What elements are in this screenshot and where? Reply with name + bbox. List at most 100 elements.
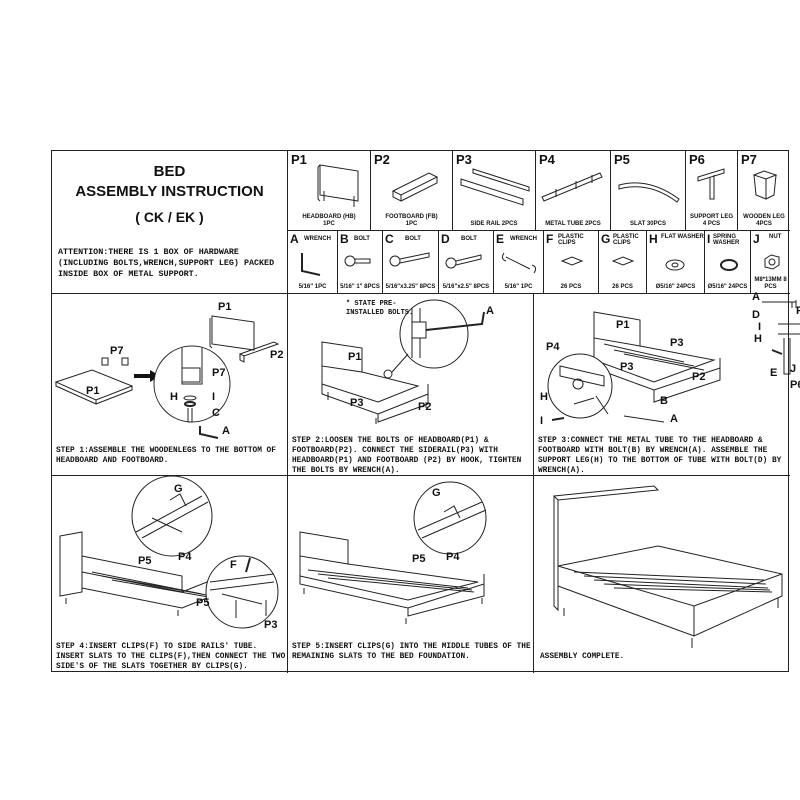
part-code: P5 bbox=[614, 152, 630, 167]
label-g: G bbox=[432, 487, 441, 499]
part-name: WOODEN LEG bbox=[743, 214, 785, 220]
label-p6: P6 bbox=[790, 379, 800, 391]
label-a: A bbox=[752, 291, 760, 303]
hardware-qty: 5/16" 1PC bbox=[298, 284, 327, 290]
step-1-illustration: P1 P7 P1 P2 P7 H I C A bbox=[54, 301, 283, 439]
label-p3: P3 bbox=[264, 619, 277, 631]
hardware-qty: 5/16" 1" 8PCS bbox=[340, 284, 380, 290]
part-qty: 4PCS bbox=[756, 221, 772, 227]
hardware-code: D bbox=[441, 232, 450, 246]
label-b: B bbox=[660, 395, 668, 407]
step-2-note: * STATE PRE-INSTALLED BOLTS. bbox=[346, 300, 414, 317]
completed-bed-illustration bbox=[552, 485, 783, 648]
part-code: P6 bbox=[689, 152, 705, 167]
hardware-name: SPRING WASHER bbox=[713, 234, 740, 246]
hardware-code: E bbox=[496, 232, 505, 246]
hardware-qty: 26 PCS bbox=[612, 284, 633, 290]
label-p2: P2 bbox=[418, 401, 431, 413]
part-qty: 4 PCS bbox=[702, 221, 721, 227]
step-5-illustration: G P5 P4 bbox=[299, 481, 487, 624]
label-p2: P2 bbox=[270, 349, 283, 361]
label-p3: P3 bbox=[620, 361, 633, 373]
flat-washer-icon bbox=[665, 259, 685, 271]
part-qty: 1PC bbox=[323, 221, 335, 227]
part-code: P7 bbox=[741, 152, 757, 167]
label-a: A bbox=[670, 413, 678, 425]
step-4-illustration: G P5 P4 F P5 P3 bbox=[59, 475, 279, 631]
clip-icon bbox=[611, 256, 635, 266]
step-4-panel: G P5 P4 F P5 P3 STEP 4:INSERT CLIPS(F) T… bbox=[52, 475, 287, 673]
step-3-illustration: P1 P3 P3 P2 P4 H I B A A D I H P4 J E P6 bbox=[540, 291, 800, 427]
allen-wrench-icon bbox=[301, 253, 321, 276]
hardware-qty: 5/16"x2.5" 8PCS bbox=[442, 284, 490, 290]
step-5-text: STEP 5:INSERT CLIPS(G) INTO THE MIDDLE T… bbox=[292, 643, 531, 661]
label-p7: P7 bbox=[212, 367, 225, 379]
hardware-code: I bbox=[707, 232, 711, 246]
part-p4: P4 METAL TUBE 2PCS bbox=[535, 151, 610, 230]
part-name: SLAT 30PCS bbox=[630, 221, 666, 227]
title-line-3: ( CK / EK ) bbox=[135, 209, 204, 225]
label-g: G bbox=[174, 483, 183, 495]
slat-icon bbox=[618, 182, 680, 203]
attention-note: ATTENTION:THERE IS 1 BOX OF HARDWARE (IN… bbox=[58, 247, 275, 279]
wooden-leg-icon bbox=[752, 170, 778, 200]
label-f: F bbox=[230, 559, 237, 571]
hardware-code: F bbox=[546, 232, 554, 246]
bolt-icon bbox=[445, 254, 482, 269]
label-p1: P1 bbox=[616, 319, 629, 331]
hardware-name: NUT bbox=[769, 234, 782, 240]
label-d: D bbox=[752, 309, 760, 321]
part-name: FOOTBOARD (FB) bbox=[385, 214, 438, 220]
title-line-2: ASSEMBLY INSTRUCTION bbox=[75, 183, 264, 200]
part-p3: P3 SIDE RAIL 2PCS bbox=[452, 151, 535, 230]
hardware-name: PLASTIC CLIPS bbox=[613, 234, 639, 246]
hardware-qty: 5/16"x3.25" 8PCS bbox=[385, 284, 436, 290]
hardware-code: H bbox=[649, 232, 658, 246]
label-p4: P4 bbox=[796, 305, 800, 317]
label-p5: P5 bbox=[138, 555, 151, 567]
step-complete-text: ASSEMBLY COMPLETE. bbox=[540, 653, 625, 661]
hardware-code: J bbox=[753, 232, 760, 246]
label-p5: P5 bbox=[196, 597, 209, 609]
hardware-code: C bbox=[385, 232, 394, 246]
step-complete-panel: ASSEMBLY COMPLETE. bbox=[533, 475, 790, 673]
bolt-icon bbox=[389, 252, 430, 267]
step-2-panel: P1 P3 P2 A * STATE PRE-INSTALLED BOLTS. … bbox=[287, 293, 533, 475]
part-p5: P5 SLAT 30PCS bbox=[610, 151, 685, 230]
step-2-illustration: P1 P3 P2 A bbox=[321, 299, 494, 424]
instruction-sheet: B E D ASSEMBLY INSTRUCTION ( CK / EK ) ATT… bbox=[51, 150, 800, 673]
label-i: I bbox=[758, 321, 761, 333]
label-a: A bbox=[486, 305, 494, 317]
step-2-text: STEP 2:LOOSEN THE BOLTS OF HEADBOARD(P1)… bbox=[292, 437, 522, 475]
step-1-panel: P1 P7 P1 P2 P7 H I C A STEP 1:ASSEMBLE T… bbox=[52, 293, 287, 475]
label-h: H bbox=[754, 333, 762, 345]
label-i: I bbox=[212, 391, 215, 403]
hardware-qty: Ø5/16" 24PCS bbox=[655, 284, 696, 290]
step-4-text: STEP 4:INSERT CLIPS(F) TO SIDE RAILS' TU… bbox=[56, 643, 286, 671]
hardware-code: G bbox=[601, 232, 611, 246]
side-rail-icon bbox=[460, 168, 530, 206]
part-p1: P1 HEADBOARD (HB)1PC bbox=[287, 151, 370, 230]
footboard-icon bbox=[391, 172, 439, 202]
part-p2: P2 FOOTBOARD (FB)1PC bbox=[370, 151, 452, 230]
label-h: H bbox=[540, 391, 548, 403]
label-p4: P4 bbox=[546, 341, 560, 353]
hardware-qty: 5/16" 1PC bbox=[504, 284, 533, 290]
metal-tube-icon bbox=[541, 172, 603, 202]
label-j: J bbox=[790, 363, 796, 375]
part-name: METAL TUBE 2PCS bbox=[545, 221, 601, 227]
headboard-icon bbox=[317, 164, 359, 207]
hardware-name: WRENCH bbox=[304, 236, 331, 242]
label-p1: P1 bbox=[218, 301, 231, 313]
support-leg-icon bbox=[697, 168, 725, 200]
wrench-icon bbox=[501, 252, 537, 274]
part-code: P4 bbox=[539, 152, 555, 167]
